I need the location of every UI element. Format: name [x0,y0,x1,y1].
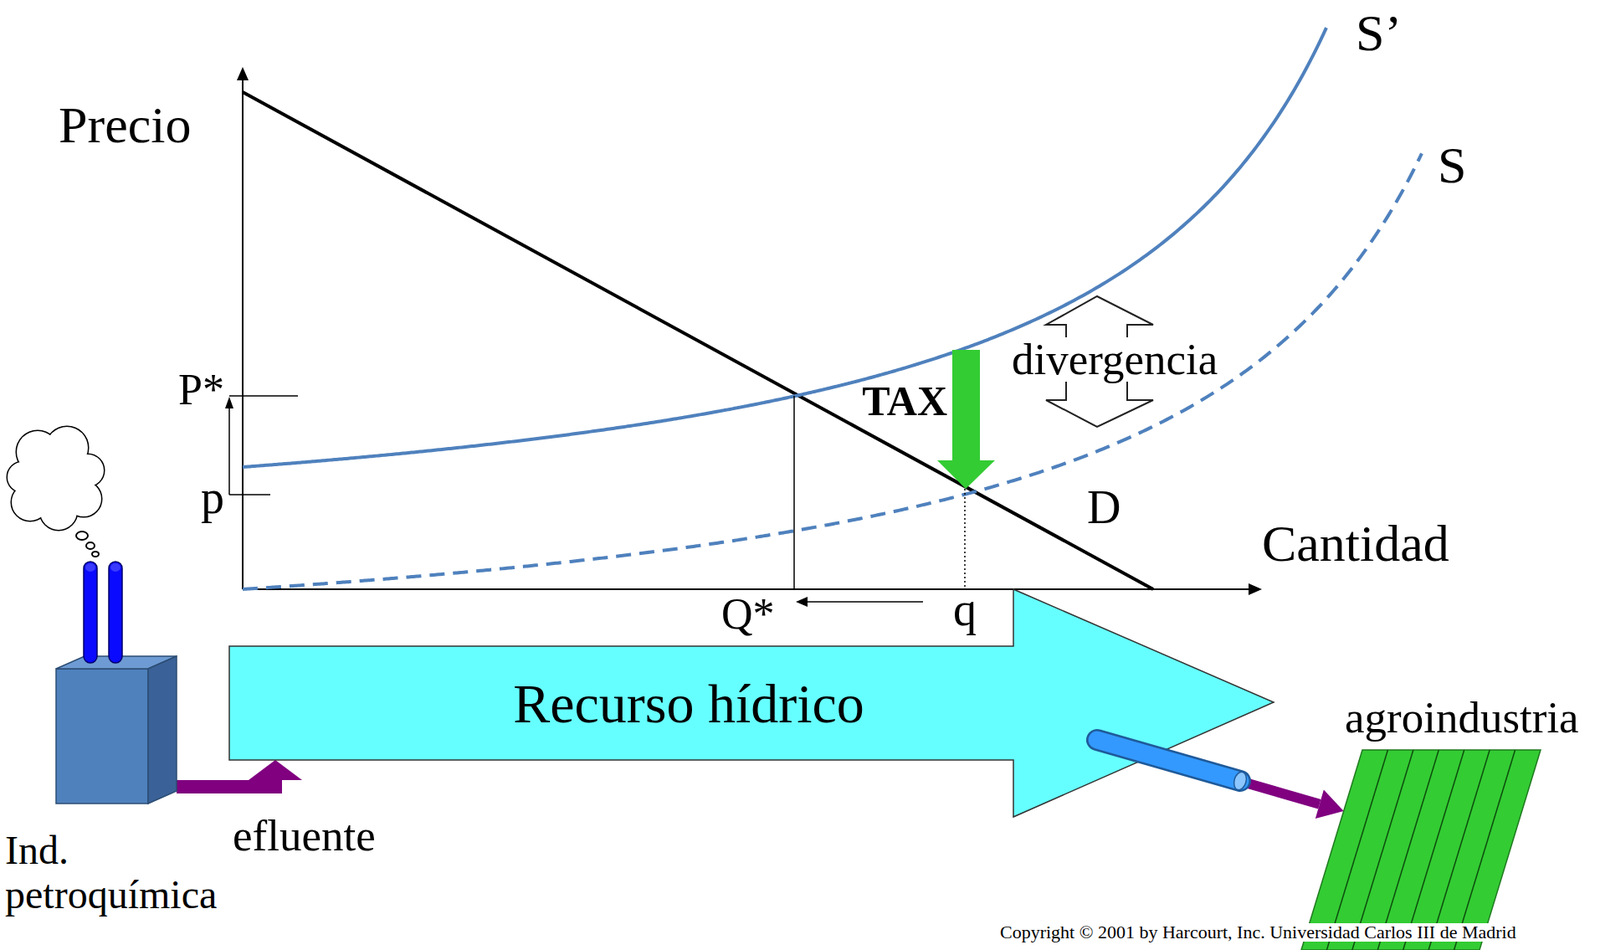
connector-shaft [176,779,276,787]
pipe-outline [1097,739,1241,781]
axis-label: Cantidad [1261,517,1450,570]
curve-label: D [1087,483,1121,531]
field-furrow [1377,749,1439,950]
smoke-bubble [86,542,95,549]
quantity-label: Q* [721,592,775,636]
pipe-body [1097,739,1241,781]
quantity-axis [242,588,1251,590]
price-tick [229,394,298,397]
divergence-label: divergencia [1010,337,1220,382]
price-rise-arrow [228,406,231,495]
price-tick [229,493,271,496]
private-supply-curve [242,153,1422,590]
cloud-puff [29,456,80,507]
chimney [108,561,123,663]
tax-label: TAX [861,379,948,422]
curve-label: S’ [1355,6,1402,59]
factory-front [56,668,149,804]
price-rise-arrowhead [225,396,234,409]
field-shape [1301,749,1541,950]
price-axis [241,78,244,590]
field-furrow [1326,749,1388,950]
node-label: Ind. petroquímica [5,828,231,918]
field-furrow [1403,749,1465,950]
smoke-bubble [92,551,99,557]
quantity-reduction-arrowhead [795,596,808,607]
chimney-top [110,563,121,572]
factory-side [148,656,177,804]
agroindustry-field: agroindustria [1288,690,1590,950]
field-furrow [1454,749,1516,950]
field-furrow [1352,749,1414,950]
node-label: Recurso hídrico [512,676,865,732]
field-furrow [1428,749,1490,950]
cloud-fill [29,456,80,507]
price-label: P* [178,368,225,412]
pipe-mouth [1231,769,1249,791]
quantity-reduction-arrow [805,600,924,603]
curve-label: S [1437,138,1467,191]
chimney-top [85,563,96,572]
axis-arrowhead [236,66,249,81]
effluent-arrow [176,759,303,787]
water-arrow-shape [229,589,1274,817]
chimney [83,561,98,663]
axis-label: Precio [58,98,191,151]
connector-head [1315,789,1344,819]
edge-label: efluente [232,813,376,858]
factory-node: Ind. petroquímica [5,552,231,921]
quantity-label: q [953,585,977,633]
smoke-bubble [76,531,88,540]
market-guide [964,488,966,590]
connector-head [248,759,303,780]
optimum-guide [793,395,795,590]
smoke-cloud [7,426,104,557]
price-label: p [200,473,225,521]
social-supply-curve [242,27,1327,467]
axis-arrowhead [1248,583,1262,595]
copyright-note: Copyright © 2001 by Harcourt, Inc. Unive… [998,923,1518,942]
node-label: agroindustria [1344,695,1580,740]
